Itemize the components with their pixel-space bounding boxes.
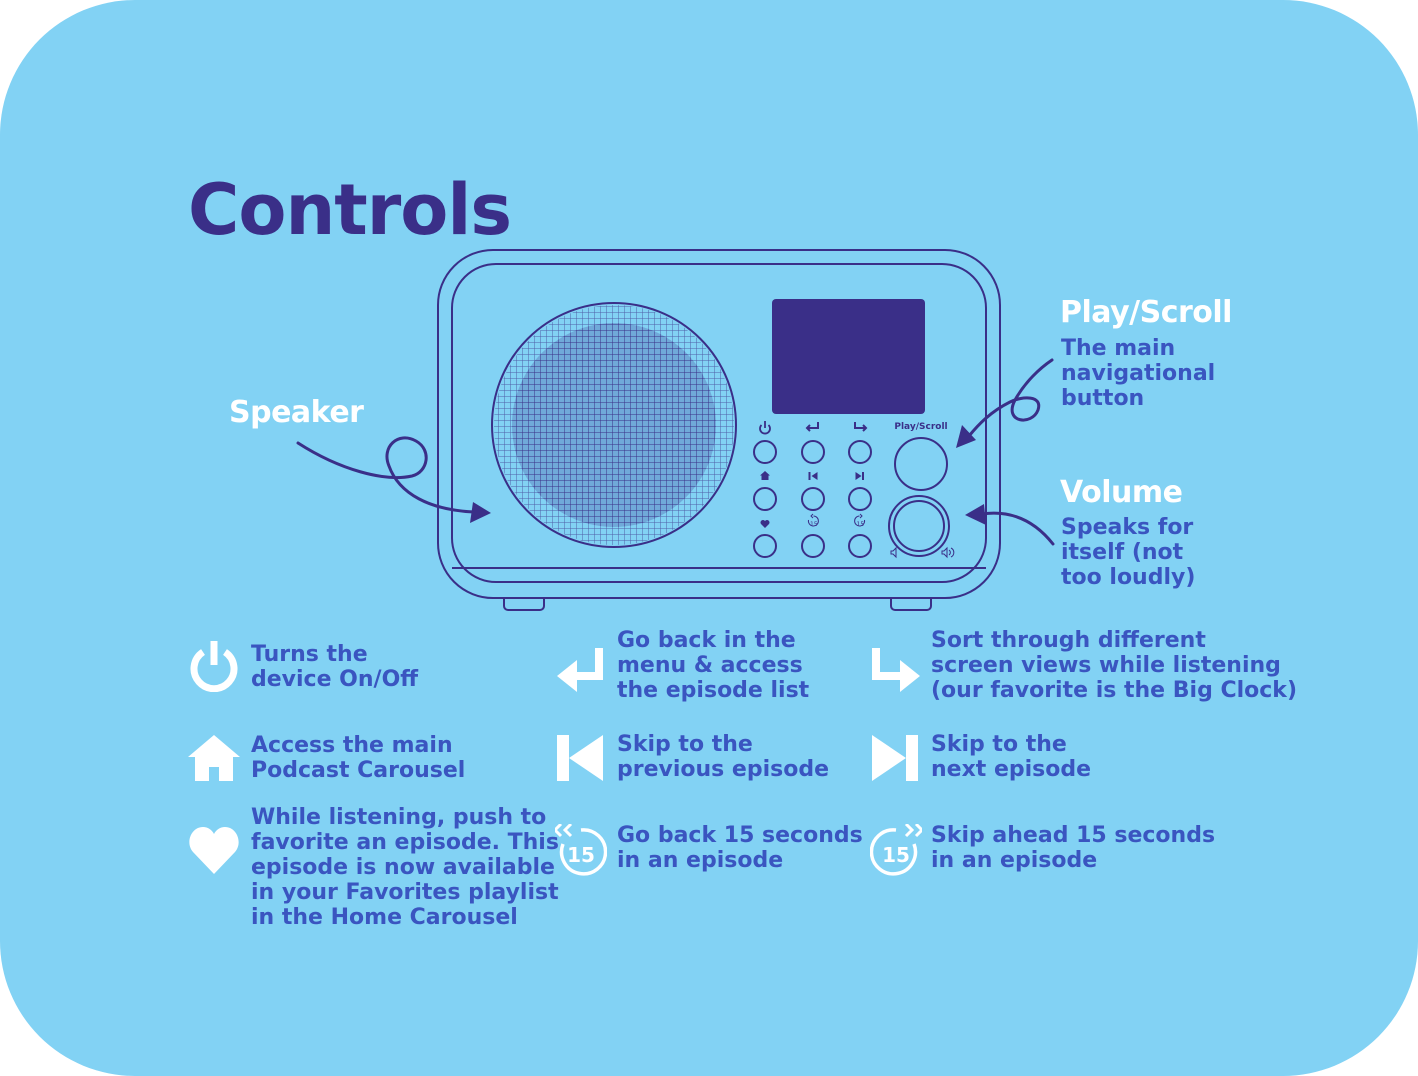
speaker-callout-heading: Speaker [229, 395, 364, 430]
back-arrow-icon [557, 648, 603, 692]
device-button-rewind-15 [801, 534, 825, 558]
mini-heart-icon [760, 520, 770, 528]
svg-text:15: 15 [810, 521, 818, 528]
device-button-back [801, 440, 825, 464]
device-button-home [753, 487, 777, 511]
power-icon [190, 641, 238, 692]
mini-forward-15-icon: 15 [854, 513, 866, 528]
device-button-favorite [753, 534, 777, 558]
radio-foot-left [503, 598, 545, 611]
device-button-power [753, 440, 777, 464]
radio-body-outer [437, 249, 1001, 599]
speaker-arrow-head [470, 502, 491, 523]
forward-15-icon: 15 [870, 824, 922, 876]
svg-text:15: 15 [882, 843, 910, 867]
rewind-15-icon: 15 [555, 824, 607, 876]
svg-text:15: 15 [567, 843, 595, 867]
mini-volume-low-icon [890, 546, 897, 559]
mini-next-icon [855, 472, 864, 480]
mini-back-icon [805, 422, 819, 432]
volume-arrow-head [965, 504, 986, 525]
mini-home-icon [760, 471, 770, 480]
play-scroll-callout-description: The main navigational button [1061, 336, 1216, 411]
play-scroll-label: Play/Scroll [894, 422, 947, 432]
volume-knob-ring [888, 495, 950, 557]
mini-prev-icon [808, 472, 818, 480]
speaker-ring [491, 302, 737, 548]
speaker-grill-inner [512, 323, 716, 527]
volume-knob [893, 500, 945, 552]
play-scroll-callout-heading: Play/Scroll [1060, 295, 1232, 330]
forward-arrow-icon [872, 648, 920, 692]
skip-next-icon [872, 735, 918, 781]
svg-text:15: 15 [857, 521, 865, 528]
volume-callout-heading: Volume [1060, 475, 1183, 510]
device-button-view [848, 440, 872, 464]
play-scroll-arrow [967, 358, 1054, 438]
play-scroll-knob [894, 437, 948, 491]
radio-foot-right [890, 598, 932, 611]
speaker-arrow [296, 436, 476, 514]
device-button-previous [801, 487, 825, 511]
mini-power-icon [759, 421, 771, 435]
mini-volume-high-icon [941, 546, 955, 559]
page-title: Controls [188, 169, 512, 251]
device-button-next [848, 487, 872, 511]
play-scroll-arrow-head [956, 425, 976, 448]
mini-rewind-15-icon: 15 [807, 513, 819, 528]
device-button-forward-15 [848, 534, 872, 558]
volume-callout-description: Speaks for itself (not too loudly) [1061, 515, 1196, 590]
radio-body-inner [451, 263, 987, 583]
device-screen [772, 299, 925, 414]
home-icon [188, 735, 240, 781]
skip-previous-icon [557, 735, 603, 781]
mini-forward-icon [854, 422, 868, 432]
heart-icon [189, 827, 239, 874]
volume-arrow [980, 511, 1055, 546]
